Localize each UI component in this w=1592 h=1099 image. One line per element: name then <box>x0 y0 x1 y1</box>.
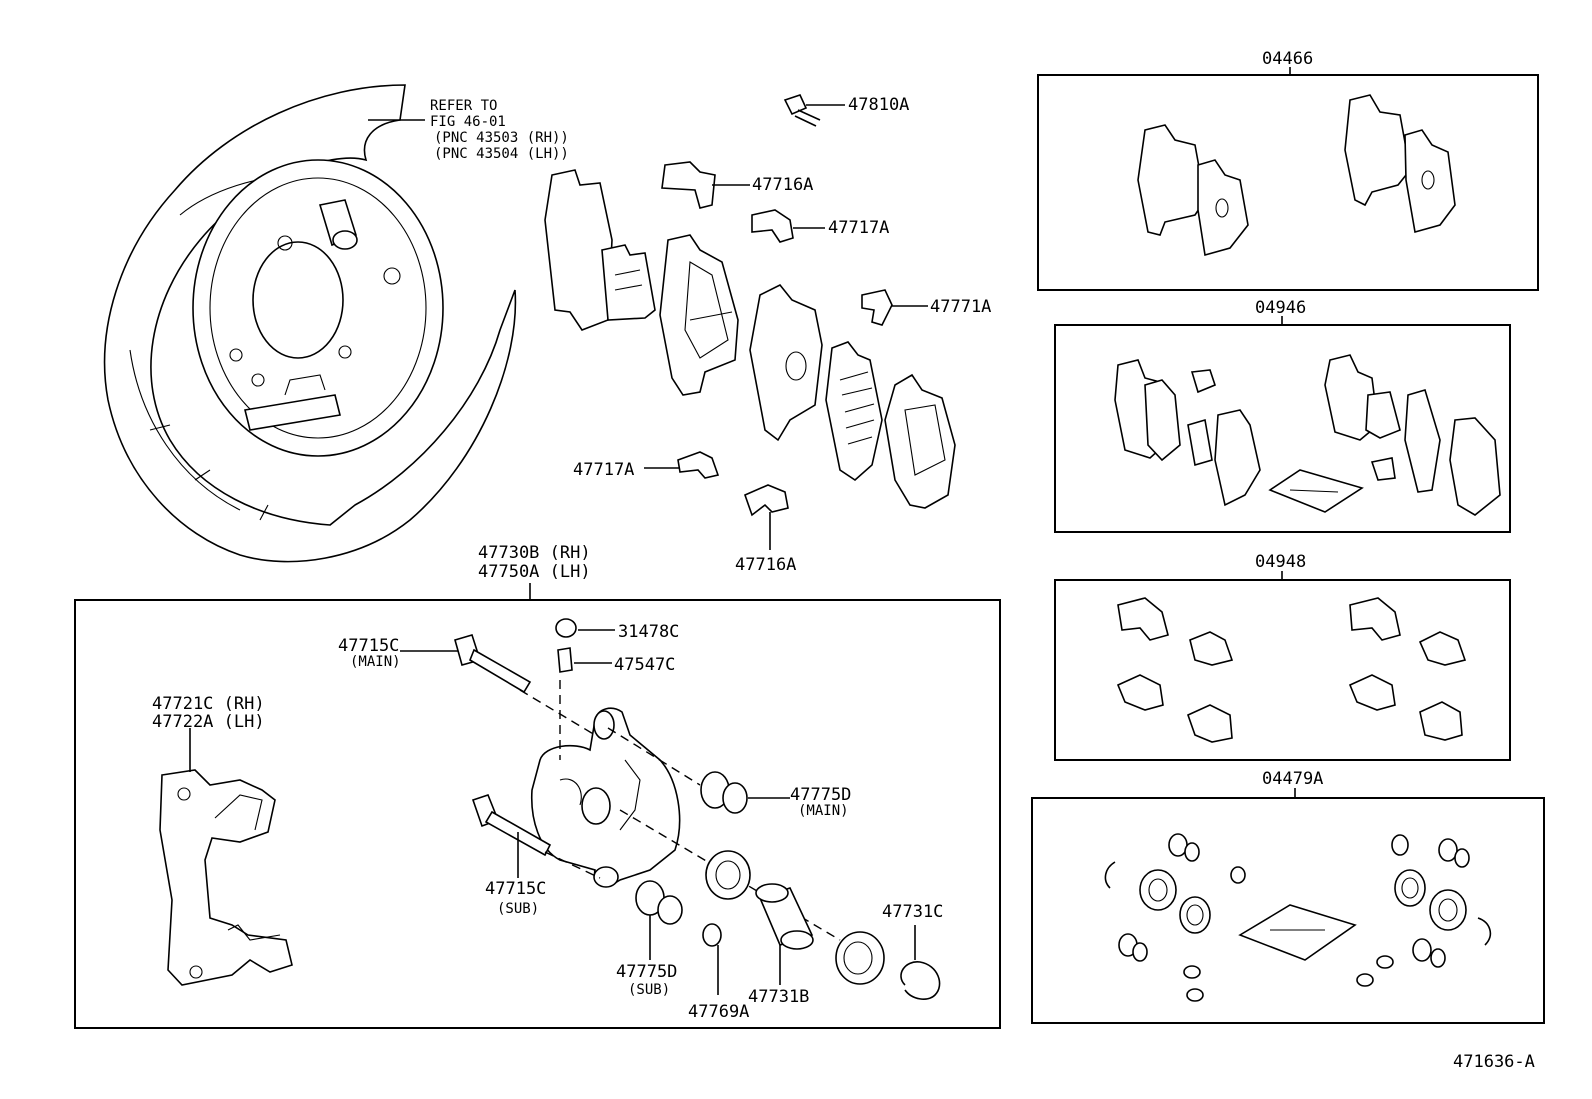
labels: REFER TO FIG 46-01 (PNC 43503 (RH)) (PNC… <box>152 49 1535 1072</box>
part-label-47547C[interactable]: 47547C <box>614 655 675 675</box>
sub-note-boot: (SUB) <box>628 982 670 998</box>
backing-plate-icon <box>103 84 517 563</box>
brake-pad-icon <box>1137 94 1456 257</box>
pad-clip-icon <box>661 161 750 209</box>
main-note-pin: (MAIN) <box>350 654 401 670</box>
part-label-47771A[interactable]: 47771A <box>930 297 991 317</box>
kit-04479A-frame <box>1031 797 1545 1024</box>
piston-seal-icon <box>705 850 751 900</box>
kit-label-04948[interactable]: 04948 <box>1255 552 1306 572</box>
pad-clip-icon <box>751 209 825 243</box>
part-label-47722A[interactable]: 47722A (LH) <box>152 712 265 732</box>
piston-seal-icon <box>1104 833 1492 1002</box>
caliper-assembly-frame <box>74 599 1001 1029</box>
bleeder-plug-icon <box>555 618 615 673</box>
boot-icon <box>835 931 885 985</box>
part-label-47717A-top[interactable]: 47717A <box>828 218 889 238</box>
bolt-icon <box>783 94 845 127</box>
part-label-47715C-main[interactable]: 47715C <box>338 636 399 656</box>
boot-icon <box>700 771 790 814</box>
part-label-47730B[interactable]: 47730B (RH) <box>478 543 591 563</box>
sub-note-pin: (SUB) <box>497 901 539 917</box>
main-note-boot: (MAIN) <box>798 803 849 819</box>
part-label-47721C[interactable]: 47721C (RH) <box>152 694 265 714</box>
pad-clip-icon <box>861 289 928 326</box>
brake-pad-icon <box>749 283 823 442</box>
pad-clip-icon <box>644 451 720 479</box>
refer-note-line4: (PNC 43504 (LH)) <box>434 146 569 162</box>
part-label-47731C[interactable]: 47731C <box>882 902 943 922</box>
boot-icon <box>702 923 722 995</box>
kit-label-04946[interactable]: 04946 <box>1255 298 1306 318</box>
part-label-47716A-top[interactable]: 47716A <box>752 175 813 195</box>
refer-note-line1: REFER TO <box>430 98 497 114</box>
brake-pad-icon <box>659 234 739 396</box>
anti-squeal-shim-icon <box>825 341 883 482</box>
part-label-47731B[interactable]: 47731B <box>748 987 809 1007</box>
refer-note-line3: (PNC 43503 (RH)) <box>434 130 569 146</box>
part-label-47775D-sub[interactable]: 47775D <box>616 962 677 982</box>
pad-clip-icon <box>1116 597 1467 743</box>
part-label-47750A[interactable]: 47750A (LH) <box>478 562 591 582</box>
part-label-47717A-low[interactable]: 47717A <box>573 460 634 480</box>
anti-squeal-shim-icon <box>544 169 656 331</box>
part-label-47810A[interactable]: 47810A <box>848 95 909 115</box>
kit-label-04466[interactable]: 04466 <box>1262 49 1313 69</box>
slide-pin-icon <box>400 634 532 694</box>
slide-pin-icon <box>471 794 552 878</box>
piston-icon <box>755 883 814 985</box>
caliper-body-icon <box>530 707 681 888</box>
part-label-31478C[interactable]: 31478C <box>618 622 679 642</box>
kit-04466-frame <box>1037 74 1539 291</box>
kit-label-04479A[interactable]: 04479A <box>1262 769 1323 789</box>
snap-ring-icon <box>900 925 941 1000</box>
refer-note-line2: FIG 46-01 <box>430 114 506 130</box>
figure-id: 471636-A <box>1453 1052 1535 1072</box>
anti-squeal-shim-icon <box>1114 354 1501 516</box>
part-label-47769A[interactable]: 47769A <box>688 1002 749 1022</box>
pad-clip-icon <box>743 484 789 550</box>
boot-icon <box>635 880 683 960</box>
part-label-47775D-main[interactable]: 47775D <box>790 785 851 805</box>
part-label-47715C-sub[interactable]: 47715C <box>485 879 546 899</box>
caliper-mounting-icon <box>159 728 293 986</box>
anti-squeal-shim-icon <box>884 373 956 509</box>
part-label-47716A-low[interactable]: 47716A <box>735 555 796 575</box>
